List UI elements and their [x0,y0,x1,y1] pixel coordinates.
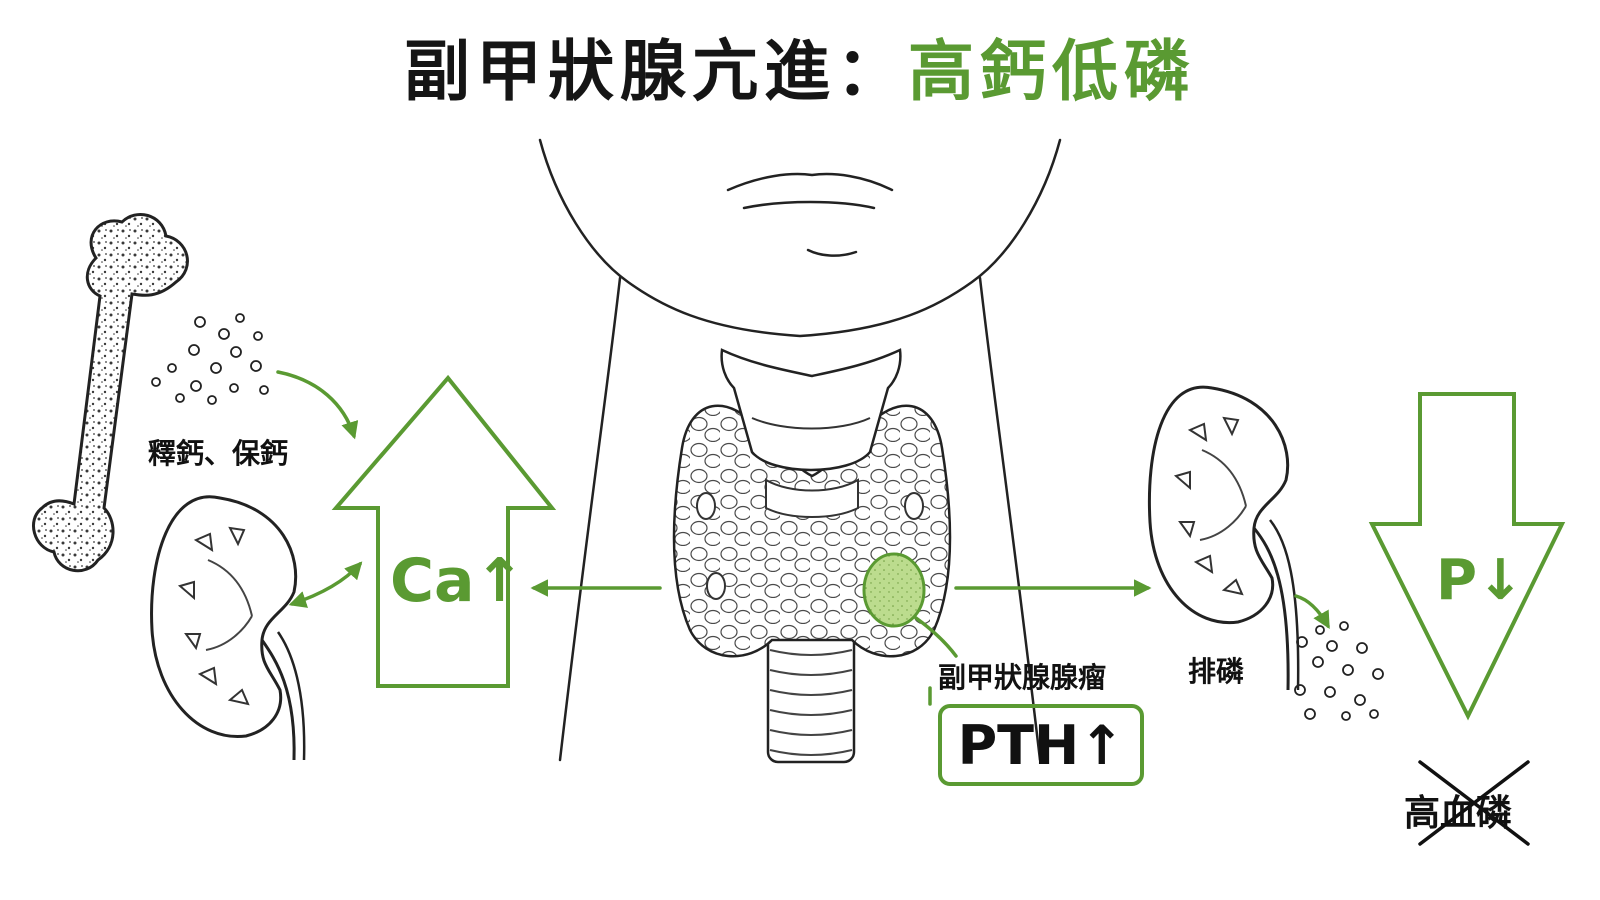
larynx [720,348,902,518]
phosphate-excretion-label: 排磷 [1188,655,1245,688]
neck-outline [538,138,1062,762]
kidney-calcium-arrow [288,561,363,608]
title-main: 副甲狀腺亢進： [404,33,908,110]
adenoma-label: 副甲狀腺腺瘤 [938,661,1107,694]
pth-label: PTH↑ [957,713,1125,777]
adenoma-to-pth-line [914,616,958,658]
pth-box: PTH↑ [938,704,1144,786]
flow-arrows [276,370,1330,706]
page-title: 副甲狀腺亢進：高鈣低磷 [0,18,1600,114]
bone-icon [32,213,189,573]
phosphate-particles [1294,621,1384,721]
calcium-particles [151,313,269,405]
cross-out-icon [1418,760,1530,846]
bone-release-label: 釋鈣、保鈣 [148,437,289,470]
title-highlight: 高鈣低磷 [908,33,1196,110]
bone-to-calcium-arrow [276,370,359,440]
kidney-to-phosphate-arrow [1294,594,1330,630]
calcium-up-arrow [331,374,557,688]
left-kidney-icon [150,495,306,761]
phosphorus-down-arrow [1368,392,1566,721]
phosphorus-label: P↓ [1436,548,1524,613]
calcium-label: Ca↑ [390,546,525,616]
parathyroid-adenoma-icon [862,552,926,628]
high-phosphate-label: 高血磷 [1404,793,1513,834]
right-kidney-icon [1147,385,1300,691]
